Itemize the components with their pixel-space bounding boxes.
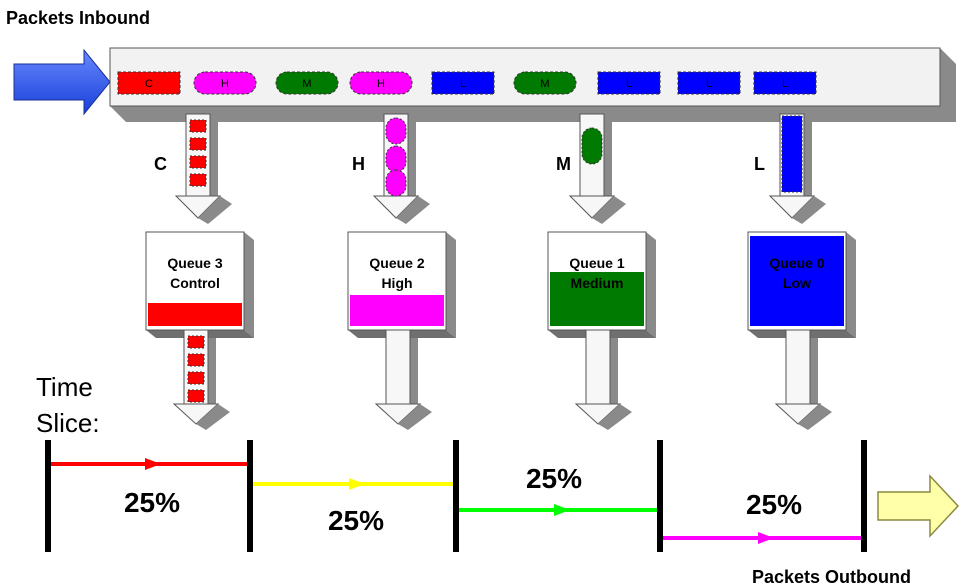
time-slice-segment-2: 25% bbox=[253, 478, 453, 536]
packet-l: L bbox=[431, 71, 495, 95]
packet-l: L bbox=[753, 71, 817, 95]
time-slice-percent: 25% bbox=[124, 487, 180, 518]
time-slice-segment-4: 25% bbox=[663, 489, 861, 544]
packets-inbound-title: Packets Inbound bbox=[6, 8, 150, 28]
queue-fill-level bbox=[750, 236, 844, 326]
branch-h: H bbox=[352, 113, 430, 224]
packet-c: C bbox=[117, 71, 181, 95]
packet-m: M bbox=[275, 71, 339, 95]
packet-label: H bbox=[377, 78, 385, 90]
packet-l: L bbox=[597, 71, 661, 95]
output-pipes bbox=[172, 329, 832, 430]
packet-label: M bbox=[540, 78, 549, 90]
queue-3: Queue 0 Low bbox=[747, 231, 856, 338]
segment-arrow-icon bbox=[349, 478, 365, 490]
packet-h: H bbox=[193, 71, 257, 95]
packet-label: L bbox=[782, 78, 788, 90]
packets-outbound-title: Packets Outbound bbox=[752, 567, 911, 587]
queue-2: Queue 1 Medium bbox=[547, 231, 656, 338]
output-pipe-1 bbox=[374, 329, 432, 430]
packet-m: M bbox=[513, 71, 577, 95]
queue-name: Queue 2 bbox=[369, 255, 424, 271]
time-slice-segment-1: 25% bbox=[51, 458, 247, 518]
queue-fill-level bbox=[550, 272, 644, 326]
queue-name: Queue 1 bbox=[569, 255, 624, 271]
output-pipe-0 bbox=[172, 329, 230, 430]
queue-0: Queue 3 Control bbox=[145, 231, 254, 338]
segment-arrow-icon bbox=[145, 458, 161, 470]
branch-l: L bbox=[754, 113, 826, 224]
queue-name: Queue 0 bbox=[769, 255, 824, 271]
time-slice-percent: 25% bbox=[526, 463, 582, 494]
output-pipe-2 bbox=[574, 329, 632, 430]
packet-h: H bbox=[349, 71, 413, 95]
time-slice-label-line2: Slice: bbox=[36, 408, 100, 438]
branch-letter: C bbox=[154, 154, 167, 174]
branch-m: M bbox=[556, 113, 626, 224]
packet-label: L bbox=[706, 78, 712, 90]
output-pipe-3 bbox=[774, 329, 832, 430]
packet-label: H bbox=[221, 78, 229, 90]
time-slice-segment-3: 25% bbox=[459, 463, 657, 516]
queue-1: Queue 2 High bbox=[347, 231, 456, 338]
queue-priority: High bbox=[381, 275, 412, 291]
branch-letter: L bbox=[754, 154, 765, 174]
time-slice-timeline: 25% 25% 25% 25% bbox=[45, 440, 867, 552]
queue-priority: Medium bbox=[571, 275, 624, 291]
branch-letter: H bbox=[352, 154, 365, 174]
queue-fill-level bbox=[350, 295, 444, 326]
packet-label: M bbox=[302, 78, 311, 90]
time-slice-label-line1: Time bbox=[36, 372, 93, 402]
packet-label: L bbox=[626, 78, 632, 90]
outbound-arrow-icon bbox=[877, 474, 960, 538]
packet-l: L bbox=[677, 71, 741, 95]
branch-c: C bbox=[154, 113, 232, 224]
queue-fill-level bbox=[148, 303, 242, 326]
segment-arrow-icon bbox=[554, 504, 570, 516]
packet-label: L bbox=[460, 78, 466, 90]
queue-name: Queue 3 bbox=[167, 255, 222, 271]
segment-arrow-icon bbox=[758, 532, 774, 544]
inbound-arrow-icon bbox=[13, 48, 111, 116]
time-slice-percent: 25% bbox=[328, 505, 384, 536]
time-slice-percent: 25% bbox=[746, 489, 802, 520]
queue-priority: Control bbox=[170, 275, 220, 291]
branch-letter: M bbox=[556, 154, 571, 174]
queue-priority: Low bbox=[783, 275, 811, 291]
packet-label: C bbox=[145, 78, 153, 90]
